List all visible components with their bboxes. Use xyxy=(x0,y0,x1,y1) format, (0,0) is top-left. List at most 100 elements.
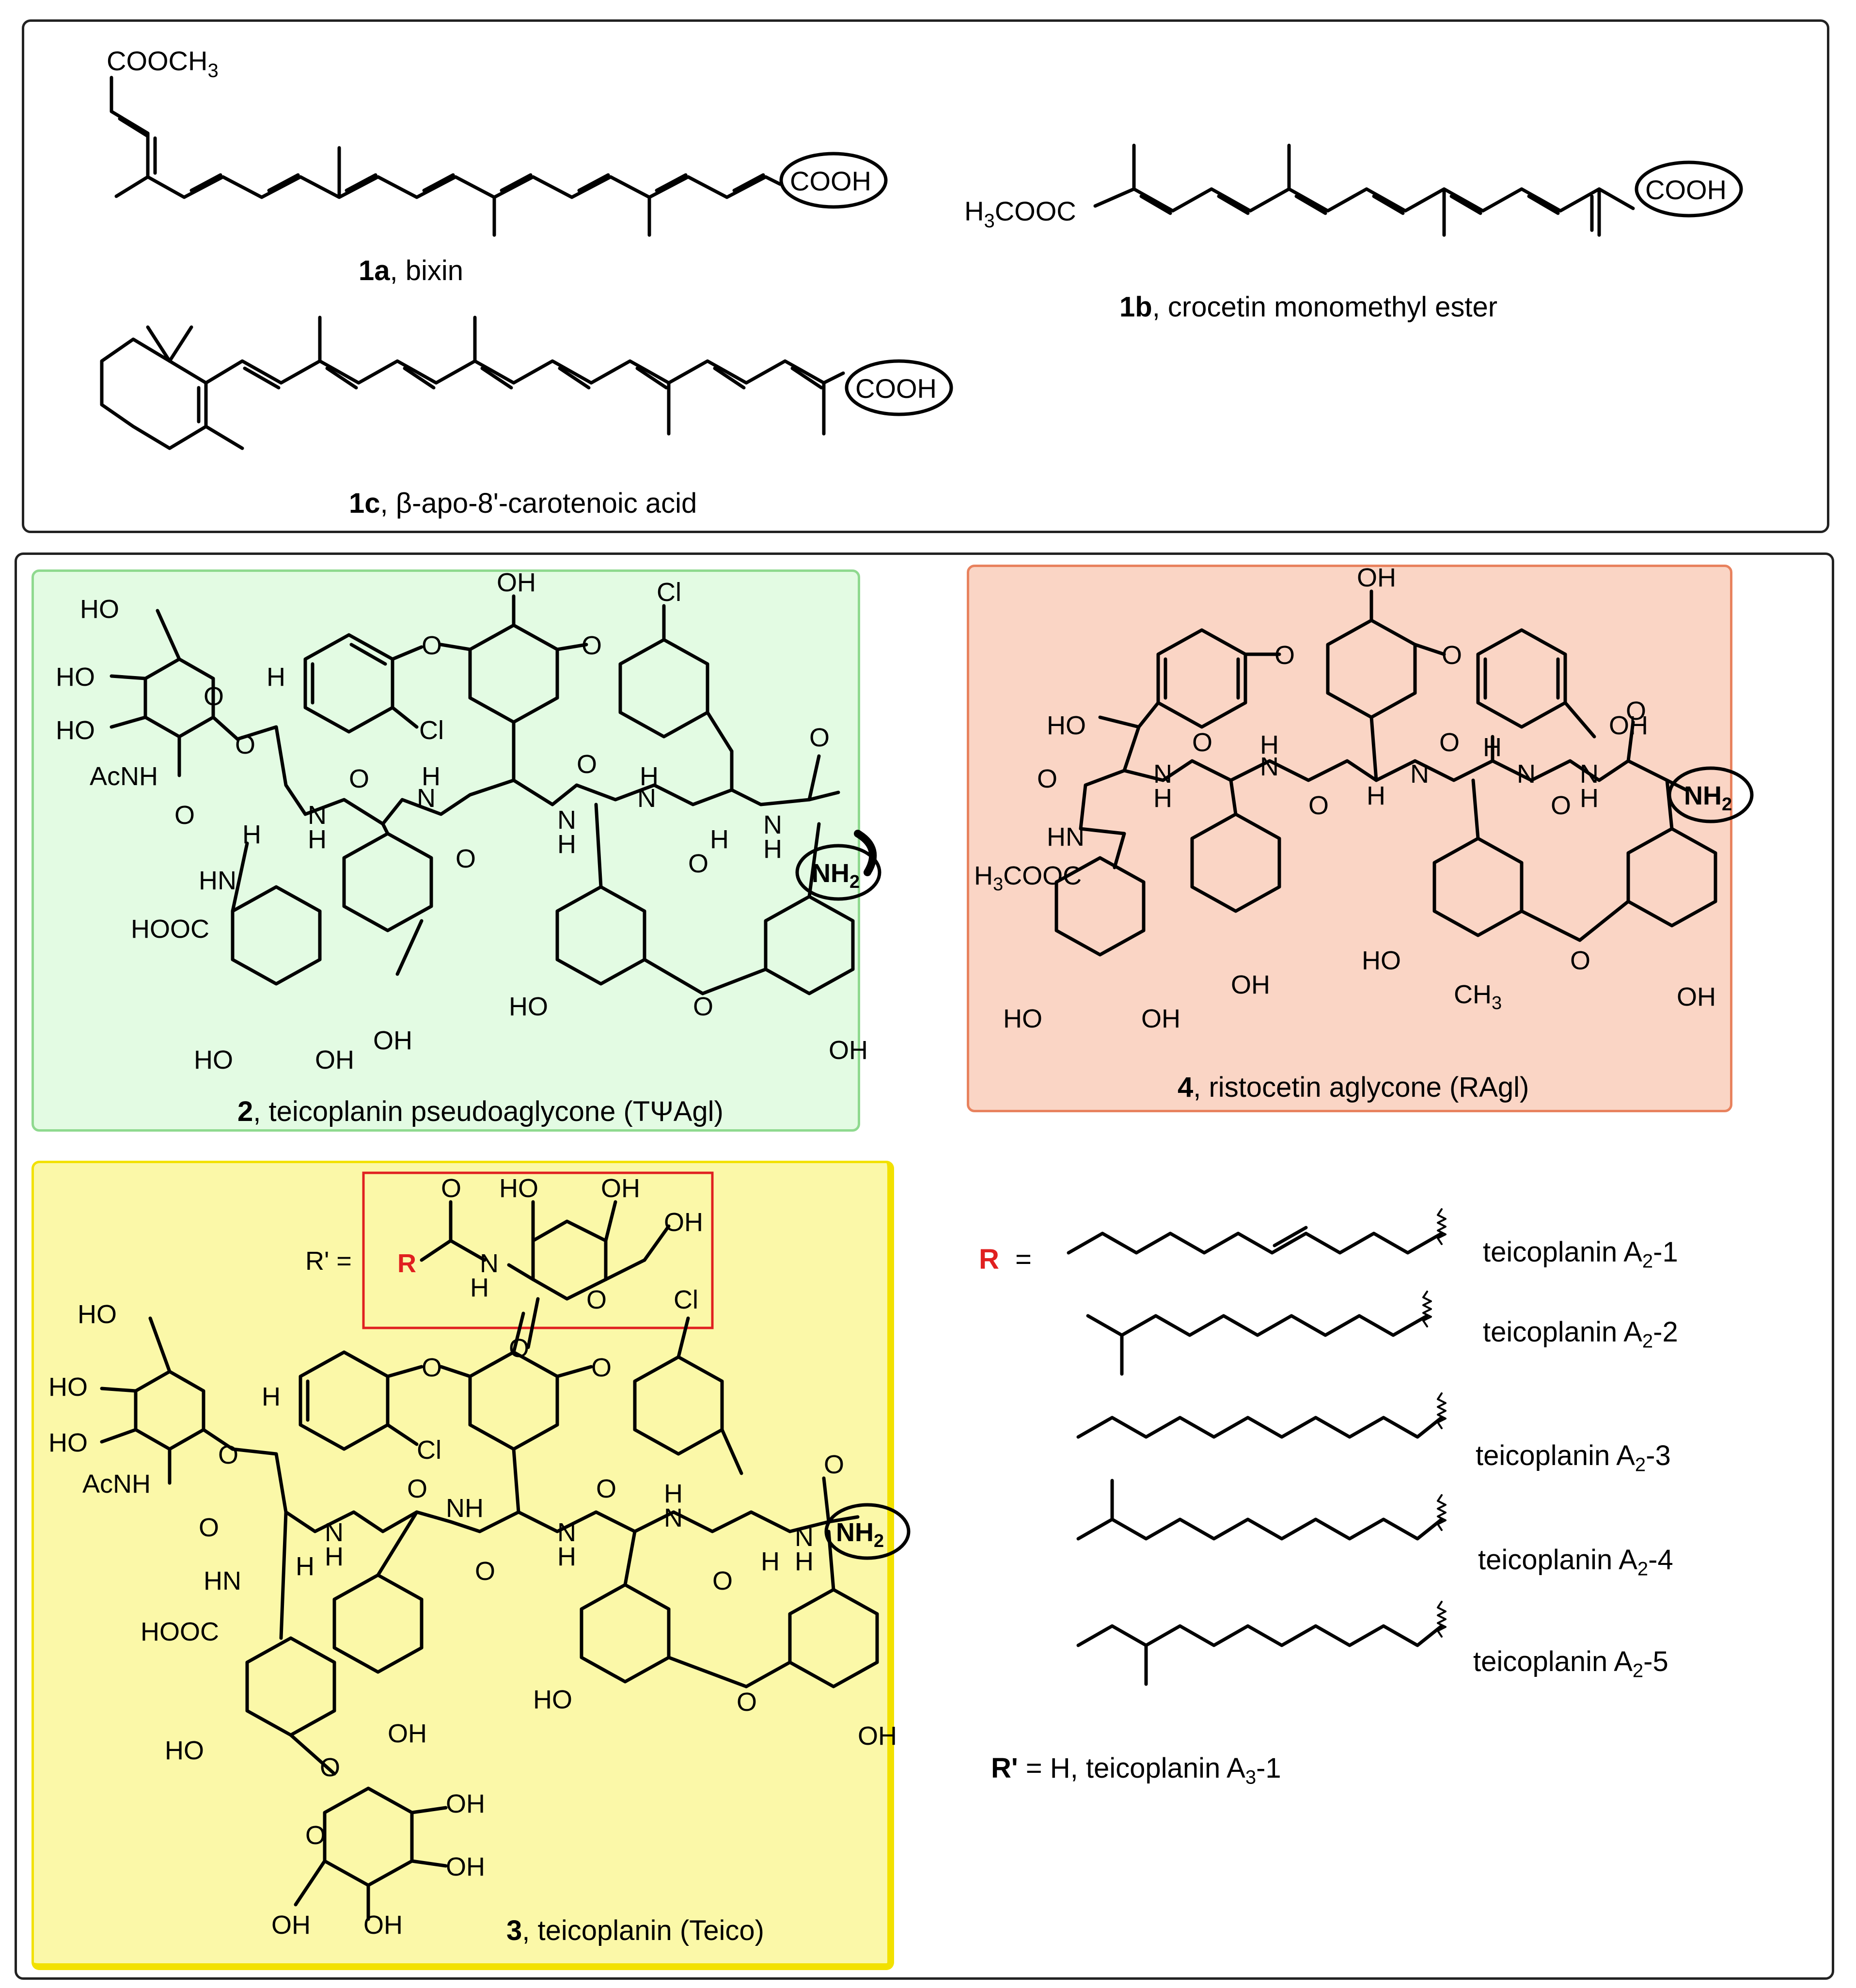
apocarotenoic-number: 1c xyxy=(349,488,380,519)
c2-cl-label: Cl xyxy=(657,578,681,607)
c3-oh-label: OH xyxy=(271,1910,311,1940)
chain-a2-3 xyxy=(1076,1416,1444,1439)
teicoplanin-caption: 3, teicoplanin (Teico) xyxy=(506,1914,764,1947)
ristocetin-aglycone-caption: 4, ristocetin aglycone (RAgl) xyxy=(1178,1071,1529,1104)
c2-o-label: O xyxy=(693,992,713,1021)
apocarotenoic-caption: 1c, β-apo-8'-carotenoic acid xyxy=(349,487,697,520)
ristocetin-aglycone-structure: OH O O HO OH O N H O H N O H N O H N O N… xyxy=(974,563,1754,1033)
c3-ho-label: HO xyxy=(499,1174,538,1203)
c4-n-label: N xyxy=(1260,752,1279,781)
teicoplanin-structure: R' = R O HO OH OH N H O O HO HO HO AcNH … xyxy=(48,1171,911,1940)
c3-o-label: O xyxy=(475,1557,495,1586)
c4-o-label: O xyxy=(1308,791,1329,820)
c2-h-label: H xyxy=(422,762,440,791)
c4-oh-label: OH xyxy=(1357,563,1396,592)
c3-nh-label: NH xyxy=(446,1494,484,1523)
c2-n-label: N xyxy=(637,784,656,813)
c3-n-label: N xyxy=(325,1518,344,1547)
c3-o-label: O xyxy=(596,1474,616,1503)
c3-o-label: O xyxy=(591,1353,612,1382)
c4-oh-label: OH xyxy=(1141,1004,1180,1033)
c3-h-label: H xyxy=(795,1547,814,1576)
c3-n-label: N xyxy=(557,1518,576,1547)
c2-h-label: H xyxy=(557,830,576,859)
c3-ho-label: HO xyxy=(48,1428,88,1457)
c4-o-label: O xyxy=(1439,728,1460,757)
c4-number: 4 xyxy=(1178,1072,1194,1103)
legend-r-label: R xyxy=(979,1244,999,1275)
variant-a2-2: teicoplanin A2-2 xyxy=(1483,1316,1678,1352)
crocetin-name: , crocetin monomethyl ester xyxy=(1152,291,1498,323)
c4-o-label: O xyxy=(1626,696,1646,726)
c2-ho-label: HO xyxy=(194,1045,233,1074)
chain-a2-1 xyxy=(1067,1231,1444,1255)
bixin-number: 1a xyxy=(359,255,390,286)
teicoplanin-pseudoaglycone-caption: 2, teicoplanin pseudoaglycone (TΨAgl) xyxy=(237,1095,724,1128)
c2-o-label: O xyxy=(456,844,476,873)
c3-cl-label: Cl xyxy=(674,1285,698,1314)
legend-equals: = xyxy=(1015,1244,1032,1275)
c3-o-label: O xyxy=(737,1688,757,1717)
r-label-structure: R xyxy=(397,1249,416,1278)
c2-oh-label: OH xyxy=(497,568,536,597)
c4-h-label: H xyxy=(1483,733,1502,762)
c4-o-label: O xyxy=(1274,641,1295,670)
c4-ho-label: HO xyxy=(1003,1004,1042,1033)
c2-h-label: H xyxy=(710,825,729,854)
c4-name: , ristocetin aglycone (RAgl) xyxy=(1193,1072,1529,1103)
c4-n-label: N xyxy=(1153,759,1172,789)
c2-nh2-label: NH2 xyxy=(812,859,860,892)
apocarotenoic-acid-label: COOH xyxy=(855,373,937,404)
c3-o-label: O xyxy=(305,1821,326,1850)
variant-a2-4: teicoplanin A2-4 xyxy=(1478,1544,1673,1580)
crocetin-caption: 1b, crocetin monomethyl ester xyxy=(1119,291,1497,323)
c2-oh-label: OH xyxy=(829,1036,868,1065)
c2-o-label: O xyxy=(349,764,369,793)
c2-ho-label: HO xyxy=(56,716,95,745)
c3-h-label: H xyxy=(761,1547,780,1576)
crocetin-ester-label: H3COOC xyxy=(964,196,1076,232)
c3-o-label: O xyxy=(422,1353,442,1382)
c2-acnh-label: AcNH xyxy=(90,762,158,791)
crocetin-structure: H3COOC COOH xyxy=(964,143,1743,237)
c2-name: , teicoplanin pseudoaglycone (TΨAgl) xyxy=(253,1096,724,1127)
c4-ho-label: HO xyxy=(1362,946,1401,975)
legend-rprime-text: = H, teicoplanin A3-1 xyxy=(1018,1752,1281,1788)
rprime-label: R' = xyxy=(305,1246,352,1276)
c4-o-label: O xyxy=(1192,728,1212,757)
c4-n-label: N xyxy=(1410,759,1429,789)
c4-oh-label: OH xyxy=(1677,982,1716,1011)
c2-ho-label: HO xyxy=(56,663,95,692)
legend-rprime: R' = H, teicoplanin A3-1 xyxy=(991,1752,1281,1789)
c4-o-label: O xyxy=(1551,791,1571,820)
c2-h-label: H xyxy=(267,663,285,692)
bixin-caption: 1a, bixin xyxy=(359,254,463,287)
c3-ho-label: HO xyxy=(78,1300,117,1329)
c3-nh2-label: NH2 xyxy=(836,1518,884,1551)
c2-cl-label: Cl xyxy=(419,716,444,745)
variant-a2-5: teicoplanin A2-5 xyxy=(1473,1646,1668,1682)
c4-oh-label: OH xyxy=(1231,970,1270,999)
bixin-acid-label: COOH xyxy=(790,166,871,196)
variant-a2-1: teicoplanin A2-1 xyxy=(1483,1236,1678,1272)
c3-o-label: O xyxy=(407,1474,427,1503)
c2-o-label: O xyxy=(809,723,830,752)
bixin-ester-label: COOCH3 xyxy=(107,46,219,81)
c2-h-label: H xyxy=(763,835,782,864)
c3-h-label: H xyxy=(557,1542,576,1571)
r-variant-chains xyxy=(1067,1208,1447,1686)
c3-cl-label: Cl xyxy=(417,1436,441,1465)
c3-o-label: O xyxy=(199,1513,219,1542)
glycopeptide-frame: HO HO HO AcNH O O H Cl O OH O Cl O H N H… xyxy=(15,552,1834,1980)
c3-oh-label: OH xyxy=(388,1719,427,1748)
c3-o-label: O xyxy=(441,1174,461,1203)
c3-number: 3 xyxy=(506,1915,522,1946)
c3-o-label: O xyxy=(509,1334,529,1363)
c3-n-label: N xyxy=(795,1523,814,1552)
variant-a2-3: teicoplanin A2-3 xyxy=(1476,1440,1671,1476)
c3-acnh-label: AcNH xyxy=(82,1469,151,1499)
crocetin-acid-label: COOH xyxy=(1645,174,1727,205)
c2-o-label: O xyxy=(422,631,442,660)
apocarotenoic-structure: COOH xyxy=(100,316,953,450)
c2-oh-label: OH xyxy=(373,1026,412,1055)
